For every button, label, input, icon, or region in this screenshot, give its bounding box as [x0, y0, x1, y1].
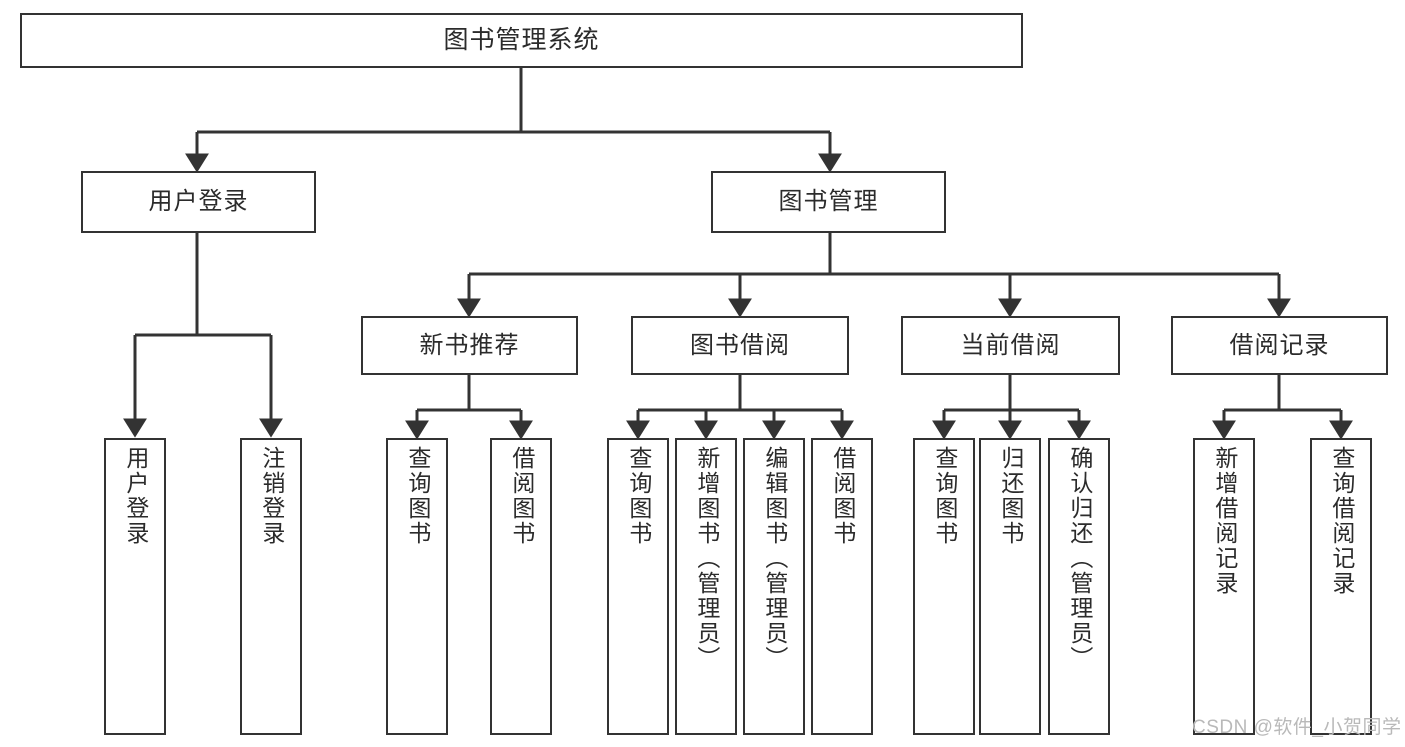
leaf-current-borrow-return-book[interactable]: 归还图书 — [979, 438, 1041, 735]
node-label: 借阅图书 — [508, 446, 535, 546]
node-label: 新增图书（管理员） — [693, 446, 720, 671]
leaf-borrow-record-add-record[interactable]: 新增借阅记录 — [1193, 438, 1255, 735]
node-label: 借阅图书 — [829, 446, 856, 546]
node-current-borrow[interactable]: 当前借阅 — [901, 316, 1120, 375]
leaf-new-book-borrow-book[interactable]: 借阅图书 — [490, 438, 552, 735]
node-label: 注销登录 — [258, 446, 285, 546]
leaf-borrow-record-query-record[interactable]: 查询借阅记录 — [1310, 438, 1372, 735]
node-label: 用户登录 — [148, 188, 249, 216]
node-label: 查询图书 — [404, 446, 431, 546]
node-root-system[interactable]: 图书管理系统 — [20, 13, 1023, 68]
node-book-management[interactable]: 图书管理 — [711, 171, 946, 233]
node-label: 当前借阅 — [960, 331, 1061, 359]
node-label: 新书推荐 — [419, 331, 520, 359]
node-label: 借阅记录 — [1229, 331, 1330, 359]
node-label: 图书借阅 — [690, 331, 790, 359]
leaf-current-borrow-confirm-return-admin[interactable]: 确认归还（管理员） — [1048, 438, 1110, 735]
leaf-book-borrow-edit-book-admin[interactable]: 编辑图书（管理员） — [743, 438, 805, 735]
node-label: 图书管理系统 — [443, 26, 600, 55]
node-book-borrow[interactable]: 图书借阅 — [631, 316, 849, 375]
node-label: 查询借阅记录 — [1328, 446, 1355, 596]
node-user-login[interactable]: 用户登录 — [81, 171, 316, 233]
node-label: 查询图书 — [931, 446, 958, 546]
node-new-book-recommend[interactable]: 新书推荐 — [361, 316, 578, 375]
node-label: 归还图书 — [997, 446, 1024, 546]
leaf-current-borrow-query-book[interactable]: 查询图书 — [913, 438, 975, 735]
node-label: 确认归还（管理员） — [1066, 446, 1093, 671]
csdn-watermark: CSDN @软件_小贺同学 — [1192, 717, 1402, 738]
node-borrow-record[interactable]: 借阅记录 — [1171, 316, 1388, 375]
leaf-user-login-login[interactable]: 用户登录 — [104, 438, 166, 735]
leaf-book-borrow-add-book-admin[interactable]: 新增图书（管理员） — [675, 438, 737, 735]
node-label: 用户登录 — [122, 446, 149, 546]
leaf-new-book-query-book[interactable]: 查询图书 — [386, 438, 448, 735]
leaf-book-borrow-borrow-book[interactable]: 借阅图书 — [811, 438, 873, 735]
leaf-book-borrow-query-book[interactable]: 查询图书 — [607, 438, 669, 735]
leaf-user-login-logout[interactable]: 注销登录 — [240, 438, 302, 735]
node-label: 新增借阅记录 — [1211, 446, 1238, 596]
node-label: 图书管理 — [778, 188, 879, 216]
node-label: 编辑图书（管理员） — [761, 446, 788, 671]
node-label: 查询图书 — [625, 446, 652, 546]
